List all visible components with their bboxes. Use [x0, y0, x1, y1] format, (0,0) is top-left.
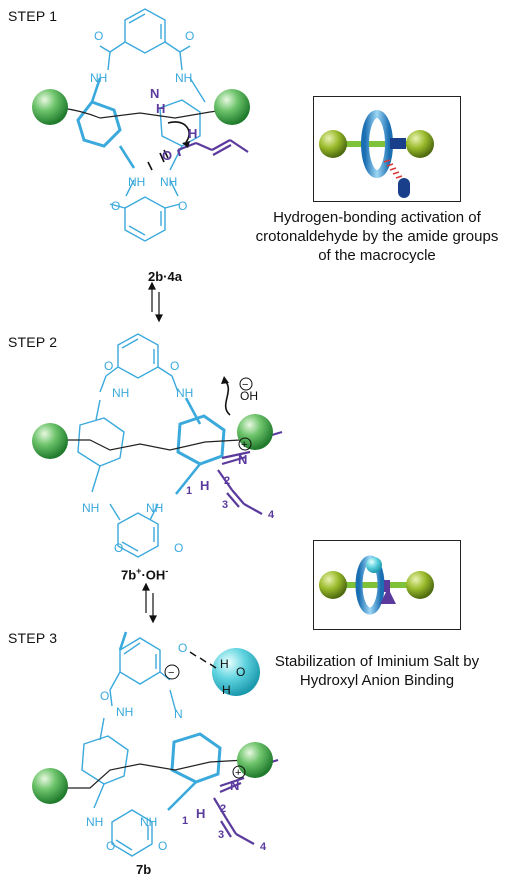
water-o: O [236, 665, 245, 679]
step-2-label: STEP 2 [8, 334, 58, 350]
water-h1: H [220, 657, 229, 671]
atom-h-iminium: H [200, 478, 209, 493]
position-3: 3 [222, 499, 228, 511]
stopper-right-step3 [237, 742, 273, 778]
svg-text:O: O [170, 359, 179, 373]
hydroxide-label: OH [240, 389, 258, 403]
stopper-left-step2 [32, 423, 68, 459]
svg-text:4: 4 [260, 841, 267, 853]
hydrogen-bond-step3 [189, 651, 217, 669]
position-2: 2 [224, 475, 230, 487]
position-4: 4 [268, 509, 275, 521]
svg-text:NH: NH [146, 501, 163, 515]
svg-text:H: H [196, 806, 205, 821]
atom-o: O [94, 29, 103, 43]
molecule-step1 [59, 8, 241, 242]
svg-text:NH: NH [140, 815, 157, 829]
stopper-right-step2 [237, 414, 273, 450]
step-3-label: STEP 3 [8, 630, 58, 646]
atom-h-aldehyde: H [188, 126, 197, 141]
svg-text:O: O [174, 541, 183, 555]
equilibrium-arrow-1-2 [148, 281, 163, 323]
position-1: 1 [186, 485, 192, 497]
atom-n-amine: N [150, 86, 159, 101]
equilibrium-arrow-2-3 [142, 582, 157, 624]
svg-text:O: O [158, 839, 167, 853]
svg-text:O: O [178, 641, 187, 655]
crotonaldehyde [176, 139, 249, 157]
atom-nh: NH [90, 71, 107, 85]
stopper-left-step3 [32, 768, 68, 804]
svg-text:1: 1 [182, 815, 188, 827]
svg-text:NH: NH [112, 386, 129, 400]
svg-text:O: O [100, 689, 109, 703]
inset-rotaxane-1 [319, 110, 434, 198]
arrow-curved-step2 [223, 379, 231, 416]
step-1-label: STEP 1 [8, 8, 58, 24]
iminium-chain-step3 [213, 758, 279, 845]
compound-label-7b: 7b [136, 862, 152, 877]
atom-n-iminium: N [238, 452, 247, 467]
atom-o: O [111, 199, 120, 213]
svg-text:NH: NH [82, 501, 99, 515]
svg-text:NH: NH [176, 386, 193, 400]
compound-label-2b-4a: 2b·4a [148, 269, 182, 284]
water-molecule [212, 648, 260, 696]
svg-text:−: − [242, 379, 248, 391]
svg-text:+: + [241, 439, 247, 451]
iminium-plus-charge [238, 437, 252, 451]
water-h2: H [222, 683, 231, 697]
svg-text:3: 3 [218, 829, 224, 841]
atom-nh: NH [160, 175, 177, 189]
svg-text:O: O [104, 359, 113, 373]
svg-text:NH: NH [86, 815, 103, 829]
stopper-right-step1 [214, 89, 250, 125]
atom-nh: NH [128, 175, 145, 189]
stopper-left-step1 [32, 89, 68, 125]
svg-text:+: + [235, 767, 241, 779]
compound-label-7b-oh: 7b+·OH- [121, 566, 169, 583]
atom-o: O [178, 199, 187, 213]
svg-text:N: N [174, 707, 183, 721]
svg-text:NH: NH [116, 705, 133, 719]
svg-text:O: O [106, 839, 115, 853]
atom-nh: NH [175, 71, 192, 85]
hydrogen-bonds-step1 [147, 149, 169, 171]
svg-text:2: 2 [220, 803, 226, 815]
atom-o-aldehyde: O [162, 148, 172, 163]
atom-o: O [185, 29, 194, 43]
svg-text:−: − [168, 667, 174, 679]
arrow-curved-step1 [167, 121, 190, 143]
inset-rotaxane-2 [319, 555, 434, 615]
molecule-step2 [55, 333, 256, 558]
svg-text:O: O [114, 541, 123, 555]
atom-nh-amine: H [156, 101, 165, 116]
svg-text:N: N [230, 778, 239, 793]
